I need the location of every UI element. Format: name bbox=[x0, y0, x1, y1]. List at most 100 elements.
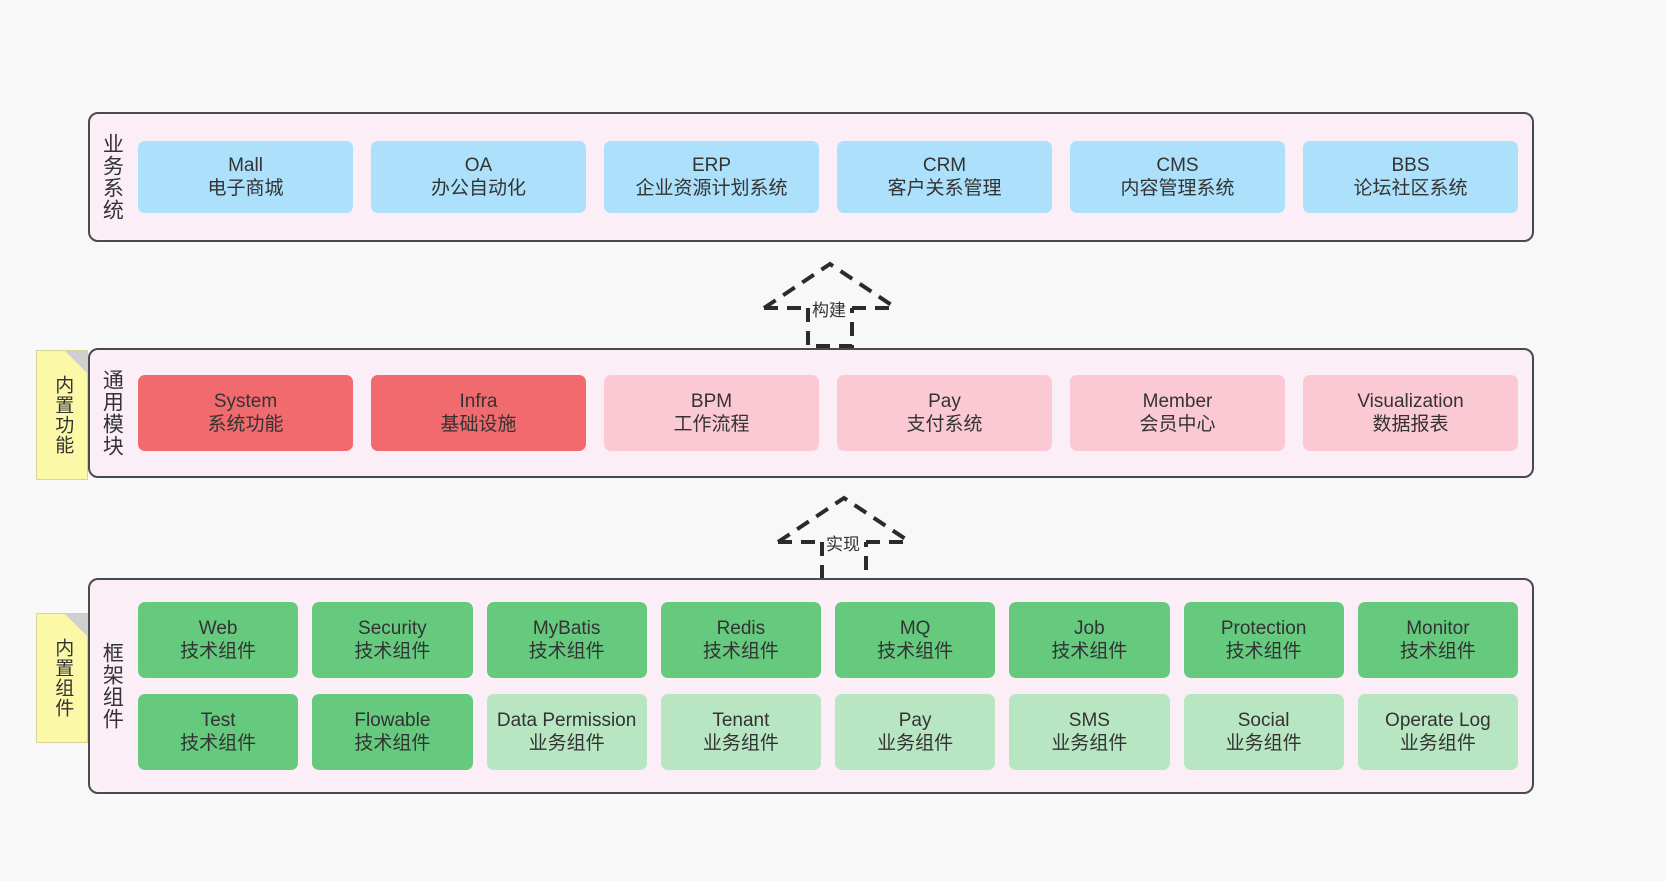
box-social-title: Social bbox=[1237, 709, 1290, 731]
build-arrow: 构建 bbox=[752, 258, 908, 350]
row-common-modules: System 系统功能 Infra 基础设施 BPM 工作流程 Pay 支付系统… bbox=[138, 375, 1518, 451]
box-mybatis-title: MyBatis bbox=[532, 617, 601, 639]
layer-common-module: 通用模块 System 系统功能 Infra 基础设施 BPM 工作流程 Pay… bbox=[88, 348, 1534, 478]
layer-body-framework-component: Web 技术组件 Security 技术组件 MyBatis 技术组件 Redi… bbox=[132, 580, 1532, 792]
box-operate-log[interactable]: Operate Log 业务组件 bbox=[1357, 694, 1518, 770]
box-crm-subtitle: 客户关系管理 bbox=[887, 178, 1002, 199]
box-sms-title: SMS bbox=[1068, 709, 1110, 731]
box-data-permission-title: Data Permission bbox=[496, 709, 637, 731]
box-mall-title: Mall bbox=[228, 154, 263, 176]
box-test-subtitle: 技术组件 bbox=[180, 733, 257, 754]
box-mq[interactable]: MQ 技术组件 bbox=[835, 602, 996, 678]
box-web-title: Web bbox=[198, 617, 238, 639]
box-web[interactable]: Web 技术组件 bbox=[138, 602, 299, 678]
box-sms[interactable]: SMS 业务组件 bbox=[1009, 694, 1170, 770]
box-crm-title: CRM bbox=[922, 154, 967, 176]
layer-title-framework-component: 框架组件 bbox=[100, 642, 124, 730]
row-business-components: Test 技术组件 Flowable 技术组件 Data Permission … bbox=[138, 694, 1518, 770]
box-protection-subtitle: 技术组件 bbox=[1225, 641, 1302, 662]
box-system-title: System bbox=[213, 390, 278, 412]
box-mall-subtitle: 电子商城 bbox=[207, 178, 284, 199]
box-infra[interactable]: Infra 基础设施 bbox=[371, 375, 586, 451]
box-security-subtitle: 技术组件 bbox=[354, 641, 431, 662]
box-tenant[interactable]: Tenant 业务组件 bbox=[660, 694, 821, 770]
box-oa-title: OA bbox=[464, 154, 493, 176]
implement-arrow: 实现 bbox=[766, 492, 922, 584]
box-tenant-subtitle: 业务组件 bbox=[702, 733, 779, 754]
box-cms-subtitle: 内容管理系统 bbox=[1120, 178, 1235, 199]
box-bpm-title: BPM bbox=[690, 390, 733, 412]
box-bbs-title: BBS bbox=[1391, 154, 1430, 176]
box-sms-subtitle: 业务组件 bbox=[1051, 733, 1128, 754]
box-protection-title: Protection bbox=[1220, 617, 1307, 639]
layer-title-business-system: 业务系统 bbox=[100, 133, 124, 221]
box-test-title: Test bbox=[200, 709, 236, 731]
box-data-permission-subtitle: 业务组件 bbox=[528, 733, 605, 754]
tag-builtin-component-label: 内置组件 bbox=[52, 638, 74, 718]
box-security[interactable]: Security 技术组件 bbox=[312, 602, 473, 678]
box-erp-subtitle: 企业资源计划系统 bbox=[635, 178, 788, 199]
box-data-permission[interactable]: Data Permission 业务组件 bbox=[486, 694, 647, 770]
box-monitor-title: Monitor bbox=[1406, 617, 1470, 639]
box-monitor[interactable]: Monitor 技术组件 bbox=[1357, 602, 1518, 678]
box-oa[interactable]: OA 办公自动化 bbox=[371, 141, 586, 213]
box-job[interactable]: Job 技术组件 bbox=[1009, 602, 1170, 678]
box-bpm[interactable]: BPM 工作流程 bbox=[604, 375, 819, 451]
box-visualization-subtitle: 数据报表 bbox=[1372, 414, 1449, 435]
box-pay[interactable]: Pay 支付系统 bbox=[837, 375, 1052, 451]
box-redis-subtitle: 技术组件 bbox=[702, 641, 779, 662]
box-bbs-subtitle: 论坛社区系统 bbox=[1353, 178, 1468, 199]
box-monitor-subtitle: 技术组件 bbox=[1399, 641, 1476, 662]
tag-builtin-feature: 内置功能 bbox=[36, 350, 88, 480]
tag-fold-corner-icon bbox=[65, 351, 87, 373]
box-member-subtitle: 会员中心 bbox=[1139, 414, 1216, 435]
box-flowable-subtitle: 技术组件 bbox=[354, 733, 431, 754]
box-crm[interactable]: CRM 客户关系管理 bbox=[837, 141, 1052, 213]
box-flowable[interactable]: Flowable 技术组件 bbox=[312, 694, 473, 770]
layer-title-common-module: 通用模块 bbox=[100, 369, 124, 457]
tag-fold-corner-icon-2 bbox=[65, 614, 87, 636]
box-pay-title: Pay bbox=[928, 390, 961, 412]
box-erp-title: ERP bbox=[691, 154, 732, 176]
box-protection[interactable]: Protection 技术组件 bbox=[1183, 602, 1344, 678]
row-technical-components: Web 技术组件 Security 技术组件 MyBatis 技术组件 Redi… bbox=[138, 602, 1518, 678]
layer-body-business-system: Mall 电子商城 OA 办公自动化 ERP 企业资源计划系统 CRM 客户关系… bbox=[132, 114, 1532, 240]
box-mq-subtitle: 技术组件 bbox=[877, 641, 954, 662]
row-business-apps: Mall 电子商城 OA 办公自动化 ERP 企业资源计划系统 CRM 客户关系… bbox=[138, 141, 1518, 213]
box-tenant-title: Tenant bbox=[712, 709, 770, 731]
box-member-title: Member bbox=[1142, 390, 1213, 412]
box-member[interactable]: Member 会员中心 bbox=[1070, 375, 1285, 451]
box-job-subtitle: 技术组件 bbox=[1051, 641, 1128, 662]
box-mall[interactable]: Mall 电子商城 bbox=[138, 141, 353, 213]
layer-framework-component: 框架组件 Web 技术组件 Security 技术组件 MyBatis 技术组件… bbox=[88, 578, 1534, 794]
build-arrow-label: 构建 bbox=[812, 301, 846, 320]
box-erp[interactable]: ERP 企业资源计划系统 bbox=[604, 141, 819, 213]
box-mybatis[interactable]: MyBatis 技术组件 bbox=[486, 602, 647, 678]
box-redis[interactable]: Redis 技术组件 bbox=[660, 602, 821, 678]
box-bpm-subtitle: 工作流程 bbox=[673, 414, 750, 435]
box-pay-biz-title: Pay bbox=[898, 709, 932, 731]
layer-body-common-module: System 系统功能 Infra 基础设施 BPM 工作流程 Pay 支付系统… bbox=[132, 350, 1532, 476]
box-social[interactable]: Social 业务组件 bbox=[1183, 694, 1344, 770]
box-job-title: Job bbox=[1074, 617, 1105, 639]
box-web-subtitle: 技术组件 bbox=[180, 641, 257, 662]
tag-builtin-component: 内置组件 bbox=[36, 613, 88, 743]
implement-arrow-label: 实现 bbox=[826, 535, 860, 554]
box-system-subtitle: 系统功能 bbox=[207, 414, 284, 435]
box-security-title: Security bbox=[358, 617, 427, 639]
box-test[interactable]: Test 技术组件 bbox=[138, 694, 299, 770]
box-visualization[interactable]: Visualization 数据报表 bbox=[1303, 375, 1518, 451]
box-system[interactable]: System 系统功能 bbox=[138, 375, 353, 451]
box-pay-subtitle: 支付系统 bbox=[906, 414, 983, 435]
box-cms-title: CMS bbox=[1156, 154, 1199, 176]
box-operate-log-title: Operate Log bbox=[1385, 709, 1491, 731]
box-operate-log-subtitle: 业务组件 bbox=[1399, 733, 1476, 754]
box-cms[interactable]: CMS 内容管理系统 bbox=[1070, 141, 1285, 213]
layer-business-system: 业务系统 Mall 电子商城 OA 办公自动化 ERP 企业资源计划系统 CRM… bbox=[88, 112, 1534, 242]
box-redis-title: Redis bbox=[716, 617, 766, 639]
box-pay-biz[interactable]: Pay 业务组件 bbox=[835, 694, 996, 770]
box-oa-subtitle: 办公自动化 bbox=[430, 178, 526, 199]
box-visualization-title: Visualization bbox=[1357, 390, 1464, 412]
box-bbs[interactable]: BBS 论坛社区系统 bbox=[1303, 141, 1518, 213]
